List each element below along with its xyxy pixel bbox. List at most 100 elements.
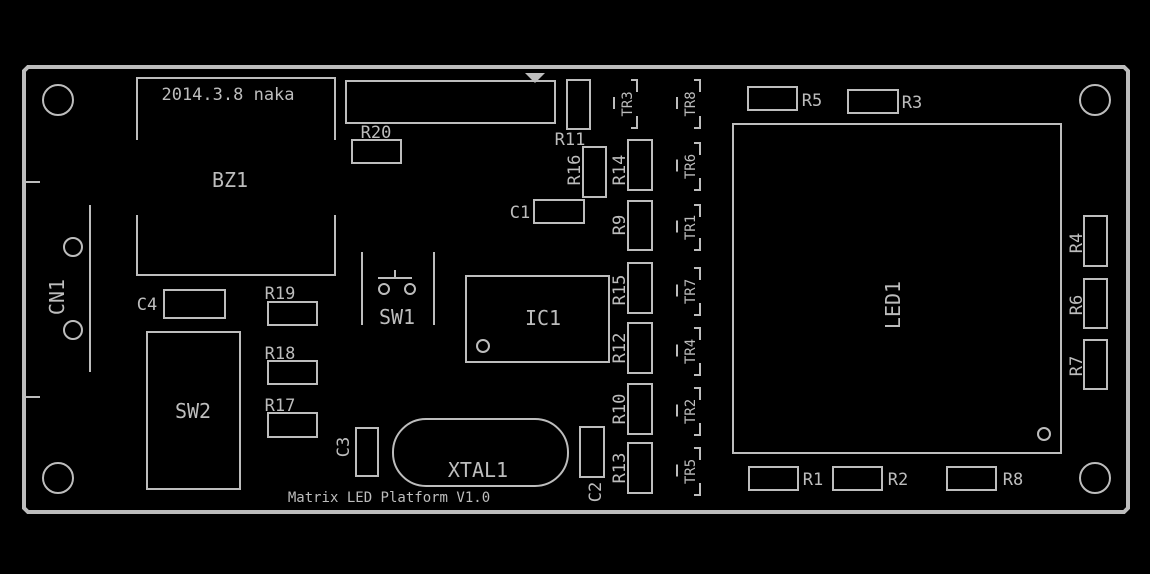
component-outline: [747, 86, 798, 111]
c4-label: C4: [137, 295, 157, 315]
mounting-hole-circle: [1079, 84, 1111, 116]
outline-line: [676, 142, 701, 191]
outline-line: [136, 77, 336, 276]
tr4-label: TR4: [683, 339, 699, 364]
r10-label: R10: [610, 394, 630, 425]
component-r1: R1: [748, 466, 823, 491]
connector-cn1: CN1: [45, 205, 91, 372]
c1-label: C1: [510, 203, 530, 223]
component-outline: [627, 139, 653, 191]
tr7-label: TR7: [683, 279, 699, 304]
c3-label: C3: [334, 437, 354, 457]
component-outline: [946, 466, 997, 491]
mounting-hole-circle: [42, 84, 74, 116]
r5-label: R5: [802, 91, 822, 111]
outline-line: [361, 252, 435, 325]
board-outline: [22, 65, 1130, 514]
component-led1: LED1: [732, 123, 1062, 454]
component-c4: C4: [137, 289, 226, 319]
outline-line: [24, 181, 40, 398]
component-r5: R5: [747, 86, 822, 111]
outline-line: [676, 447, 701, 496]
tr6-label: TR6: [683, 154, 699, 179]
component-r4: R4: [1067, 215, 1108, 267]
mounting-hole: [42, 84, 74, 116]
component-outline: [163, 289, 226, 319]
component-r20: R20: [351, 123, 402, 164]
tr2-label: TR2: [683, 399, 699, 424]
component-c2: C2: [579, 426, 606, 502]
component-outline: [748, 466, 799, 491]
outline-line: [613, 79, 638, 129]
r20-label: R20: [361, 123, 392, 143]
r11-label: R11: [555, 130, 586, 150]
outline-line: [676, 204, 701, 251]
component-c3: C3: [334, 427, 379, 477]
pin1-dot: [1037, 427, 1051, 441]
pin1-dot: [476, 339, 490, 353]
component-outline: [627, 442, 653, 494]
r17-label: R17: [265, 396, 296, 416]
component-tr1: TR1: [676, 204, 701, 251]
mounting-hole: [1079, 462, 1111, 494]
component-r2: R2: [832, 466, 908, 491]
component-outline: [267, 360, 318, 385]
outline-line: [676, 327, 701, 376]
r12-label: R12: [610, 333, 630, 364]
cn1-label: CN1: [45, 279, 69, 315]
component-r17: R17: [265, 396, 318, 438]
r3-label: R3: [902, 93, 922, 113]
component-r19: R19: [265, 284, 318, 326]
component-outline: [1083, 215, 1108, 267]
component-r7: R7: [1067, 339, 1108, 390]
component-outline: [355, 427, 379, 477]
component-outline: [533, 199, 585, 224]
r13-label: R13: [610, 453, 630, 484]
edge-mark: [24, 181, 40, 398]
date-note: 2014.3.8 naka: [161, 85, 294, 105]
mounting-hole-circle: [1079, 462, 1111, 494]
component-outline: [732, 123, 1062, 454]
component-r18: R18: [265, 344, 318, 385]
pin-hole: [63, 237, 83, 257]
buzzer-bz1: BZ1: [136, 77, 336, 276]
component-outline: [579, 426, 605, 478]
tr1-label: TR1: [683, 215, 699, 240]
led1-label: LED1: [881, 281, 905, 329]
component-tr8: TR8: [676, 79, 701, 129]
component-outline: [627, 322, 653, 374]
component-outline: [627, 262, 653, 314]
component-tr7: TR7: [676, 267, 701, 316]
tr8-label: TR8: [683, 91, 699, 116]
board-title: Matrix LED Platform V1.0: [288, 490, 490, 506]
component-outline: [267, 412, 318, 438]
outline-line: [676, 267, 701, 316]
component-outline: [465, 275, 610, 363]
r16-label: R16: [565, 155, 585, 186]
component-r13: R13: [610, 442, 653, 494]
pin-hole: [63, 320, 83, 340]
r14-label: R14: [610, 155, 630, 186]
component-tr5: TR5: [676, 447, 701, 496]
component-tr6: TR6: [676, 142, 701, 191]
pin1-marker: [525, 73, 545, 83]
xtal1-label: XTAL1: [448, 458, 508, 482]
r15-label: R15: [610, 275, 630, 306]
sw2-label: SW2: [175, 399, 211, 423]
component-r11: R11: [555, 79, 591, 150]
component-sw2: SW2: [146, 331, 241, 490]
r7-label: R7: [1067, 356, 1087, 376]
crystal-outline: [392, 418, 569, 487]
r4-label: R4: [1067, 233, 1087, 253]
c2-label: C2: [586, 482, 606, 502]
component-xtal1: XTAL1: [392, 418, 569, 487]
component-c1: C1: [510, 199, 585, 224]
mounting-hole: [1079, 84, 1111, 116]
component-r9: R9: [610, 200, 653, 251]
component-r12: R12: [610, 322, 653, 374]
component-r16: R16: [565, 146, 607, 198]
pad: [404, 283, 416, 295]
component-tr4: TR4: [676, 327, 701, 376]
mounting-hole: [42, 462, 74, 494]
component-r15: R15: [610, 262, 653, 314]
